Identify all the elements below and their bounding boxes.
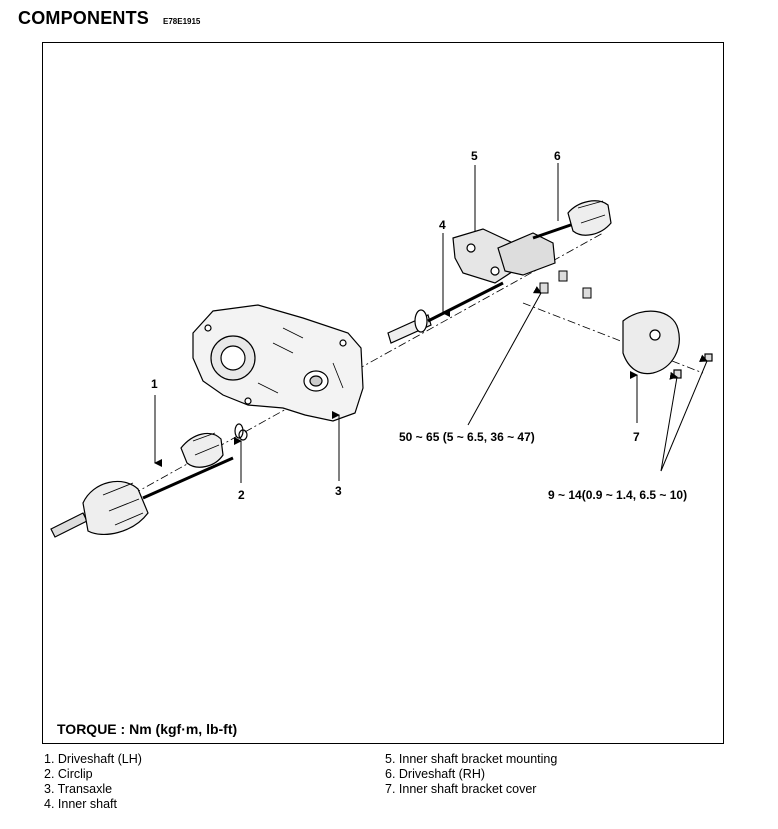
callout-7: 7 xyxy=(633,430,640,444)
legend-item: 3. Transaxle xyxy=(44,782,113,796)
bracket-mounting-drawing xyxy=(452,228,556,284)
inner-shaft-drawing xyxy=(387,281,504,344)
driveshaft-rh-drawing xyxy=(532,200,612,240)
torque-spec-main: 50 ~ 65 (5 ~ 6.5, 36 ~ 47) xyxy=(399,430,535,444)
legend-item: 6. Driveshaft (RH) xyxy=(385,767,486,781)
callout-2: 2 xyxy=(238,488,245,502)
components-diagram-frame: 1 2 3 4 5 6 7 50 ~ 65 (5 ~ 6.5, 36 ~ 47)… xyxy=(42,42,724,744)
legend-item: 5. Inner shaft bracket mounting xyxy=(385,752,558,766)
callout-3: 3 xyxy=(335,484,342,498)
bracket-cover-drawing xyxy=(622,310,713,379)
legend-item: 7. Inner shaft bracket cover xyxy=(385,782,537,796)
torque-units-note: TORQUE : Nm (kgf·m, lb-ft) xyxy=(57,721,238,737)
document-code: E78E1915 xyxy=(163,17,201,26)
legend-item: 2. Circlip xyxy=(44,767,93,781)
transaxle-drawing xyxy=(192,304,364,422)
leader-lines xyxy=(154,163,708,483)
legend-item: 1. Driveshaft (LH) xyxy=(44,752,142,766)
page-header: COMPONENTS E78E1915 xyxy=(18,8,200,29)
torque-spec-cover: 9 ~ 14(0.9 ~ 1.4, 6.5 ~ 10) xyxy=(548,488,687,502)
legend-right: 5. Inner shaft bracket mounting 6. Drive… xyxy=(385,752,557,797)
callout-4: 4 xyxy=(439,218,446,232)
exploded-view-drawing: 1 2 3 4 5 6 7 50 ~ 65 (5 ~ 6.5, 36 ~ 47)… xyxy=(50,149,713,538)
callout-1: 1 xyxy=(151,377,158,391)
callout-6: 6 xyxy=(554,149,561,163)
bracket-bolts-drawing xyxy=(539,270,592,299)
driveshaft-lh-drawing xyxy=(50,423,244,538)
circlip-drawing xyxy=(238,429,248,441)
page-title: COMPONENTS xyxy=(18,8,150,28)
callout-5: 5 xyxy=(471,149,478,163)
legend-left: 1. Driveshaft (LH) 2. Circlip 3. Transax… xyxy=(44,752,142,812)
legend-item: 4. Inner shaft xyxy=(44,797,117,811)
